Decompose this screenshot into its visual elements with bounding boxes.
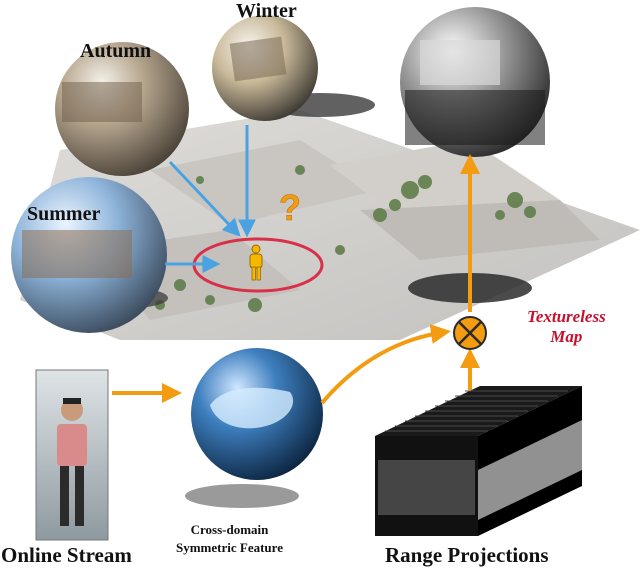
textureless-label-line2: Map	[527, 327, 606, 347]
summer-label: Summer	[27, 203, 100, 226]
winter-label: Winter	[236, 0, 297, 23]
question-mark: ?	[279, 187, 301, 228]
online-stream-label: Online Stream	[1, 543, 132, 568]
textureless-map-label: Textureless Map	[527, 307, 606, 347]
summer-sphere	[11, 177, 167, 333]
cross-domain-feature-sphere	[191, 348, 323, 480]
cross-domain-shadow	[185, 484, 299, 508]
range-image-sphere	[400, 7, 550, 157]
cross-domain-label-line2: Symmetric Feature	[176, 539, 283, 557]
range-projections-label: Range Projections	[385, 543, 549, 568]
range-projections-stack	[375, 386, 582, 536]
cross-domain-label: Cross-domain Symmetric Feature	[176, 521, 283, 557]
textureless-label-line1: Textureless	[527, 307, 606, 327]
cross-domain-label-line1: Cross-domain	[176, 521, 283, 539]
fusion-operator-icon	[454, 317, 486, 349]
winter-sphere	[212, 15, 318, 121]
online-stream-image	[36, 370, 108, 540]
autumn-label: Autumn	[80, 40, 151, 63]
